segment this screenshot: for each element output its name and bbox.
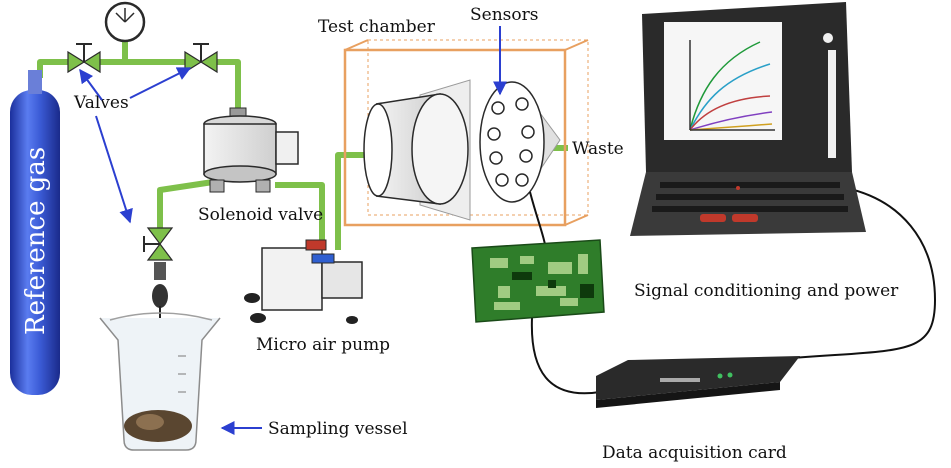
micro-air-pump: [244, 239, 363, 324]
sampling-vessel: [99, 312, 221, 451]
sensors-label: Sensors: [470, 5, 538, 25]
valve-left: [67, 43, 101, 74]
valve-lower: [143, 227, 174, 372]
waste-label: Waste: [572, 139, 624, 159]
gas-pipes: [37, 40, 568, 250]
signal-conditioning-board: [471, 239, 605, 323]
data-acquisition-card: [596, 356, 800, 408]
test-chamber: [343, 39, 589, 227]
reference-gas-label: Reference gas: [21, 147, 51, 335]
pressure-gauge: [104, 1, 146, 43]
data-acquisition-label: Data acquisition card: [602, 443, 787, 463]
valves-arrows: [79, 67, 192, 224]
micro-air-pump-label: Micro air pump: [256, 335, 390, 355]
valves-label: Valves: [73, 93, 129, 113]
reference-gas-cylinder: Reference gas: [10, 70, 60, 395]
sampling-vessel-label: Sampling vessel: [268, 419, 408, 439]
valve-right: [184, 43, 218, 74]
solenoid-valve: [203, 107, 299, 193]
test-chamber-label: Test chamber: [318, 17, 436, 37]
solenoid-valve-label: Solenoid valve: [198, 205, 323, 225]
signal-conditioning-label: Signal conditioning and power: [634, 281, 899, 301]
laptop: [630, 2, 866, 236]
